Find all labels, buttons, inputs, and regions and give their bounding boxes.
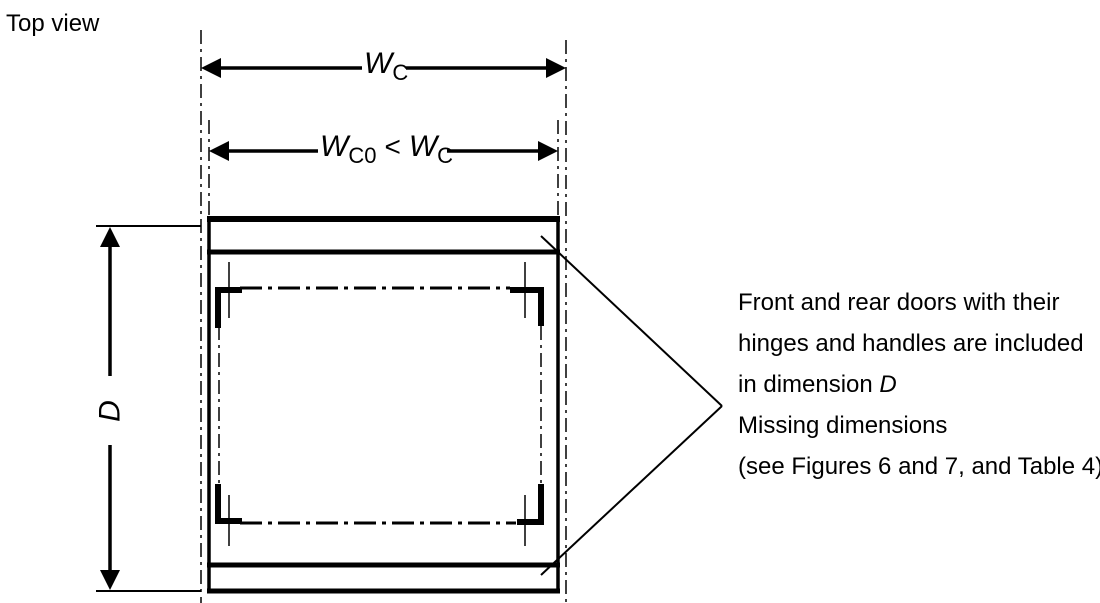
- depth-label: D: [94, 400, 127, 422]
- inner-width-dimension: [209, 141, 558, 161]
- note-line-2: hinges and handles are included: [738, 330, 1084, 357]
- inner-width-label: WC0<WC: [320, 130, 453, 168]
- inner-width-symbol: W: [320, 130, 351, 163]
- arrowhead-right: [538, 141, 558, 161]
- outer-width-dimension: [201, 58, 566, 78]
- arrowhead-top: [100, 227, 120, 247]
- corner-post-bottom-right: [517, 484, 544, 525]
- annotation-note: Front and rear doors with their hinges a…: [738, 289, 1100, 480]
- corner-post-top-right: [510, 287, 544, 326]
- arrowhead-right: [546, 58, 566, 78]
- inner-mounting-frame: [218, 286, 542, 525]
- view-title: Top view: [6, 10, 100, 37]
- outer-width-label: WC: [364, 47, 408, 85]
- note-line-1: Front and rear doors with their: [738, 289, 1059, 316]
- extension-lines: [200, 30, 567, 603]
- note-line-3: in dimension D: [738, 371, 897, 398]
- corner-posts: [215, 287, 544, 525]
- arrowhead-left: [209, 141, 229, 161]
- note-line-5: (see Figures 6 and 7, and Table 4): [738, 453, 1100, 480]
- leader-lines: [540, 235, 723, 576]
- arrowhead-left: [201, 58, 221, 78]
- inner-width-compare-subscript: C: [437, 143, 453, 168]
- note-line-3-symbol: D: [879, 371, 896, 398]
- outer-width-subscript: C: [392, 60, 408, 85]
- corner-post-top-left: [215, 287, 242, 328]
- inner-width-operator: <: [384, 131, 400, 162]
- corner-post-ticks: [228, 262, 526, 546]
- note-line-3-prefix: in dimension: [738, 371, 879, 398]
- inner-width-compare-symbol: W: [409, 130, 440, 163]
- inner-width-subscript: C0: [348, 143, 376, 168]
- note-line-4: Missing dimensions: [738, 412, 947, 439]
- depth-dimension: [96, 225, 201, 592]
- outer-width-symbol: W: [364, 47, 395, 80]
- rear-door-leader: [540, 235, 723, 407]
- front-door-leader: [540, 405, 723, 576]
- cabinet-body: [207, 216, 560, 594]
- arrowhead-bottom: [100, 570, 120, 590]
- corner-post-bottom-left: [215, 484, 242, 524]
